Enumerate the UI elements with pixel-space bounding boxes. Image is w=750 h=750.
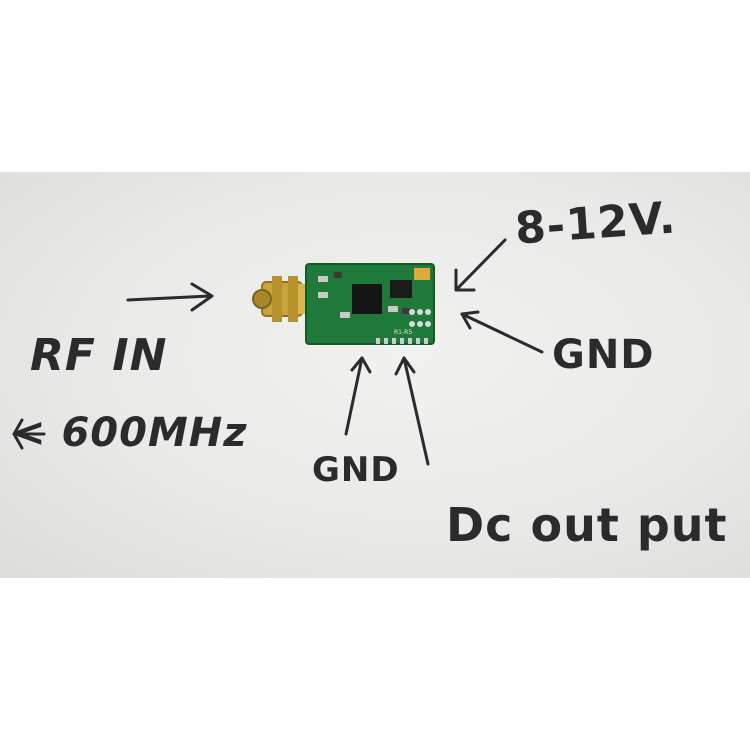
product-photo: R1-R5	[0, 172, 750, 578]
photo-drawing: R1-R5	[12, 238, 544, 466]
sma-connector	[252, 276, 310, 322]
pcb-board: R1-R5	[305, 263, 435, 345]
arrow-rf-in	[126, 282, 214, 312]
arrow-gnd-right	[460, 310, 544, 354]
frequency-label: < 600MHz	[12, 410, 248, 456]
gnd-bottom-label: GND	[312, 450, 400, 490]
rf-in-label: RF IN	[30, 330, 168, 381]
arrow-voltage	[454, 238, 507, 292]
arrow-gnd-bottom	[344, 356, 372, 436]
capacitor	[414, 268, 430, 280]
gnd-right-label: GND	[552, 332, 655, 378]
frequency-less-than-mark	[12, 418, 46, 450]
dc-output-label: Dc out put	[446, 498, 728, 552]
silkscreen-text: R1-R5	[394, 329, 412, 336]
ic-chip-main	[352, 284, 382, 314]
ic-chip-secondary	[390, 280, 412, 298]
arrow-dc-out	[394, 356, 430, 466]
